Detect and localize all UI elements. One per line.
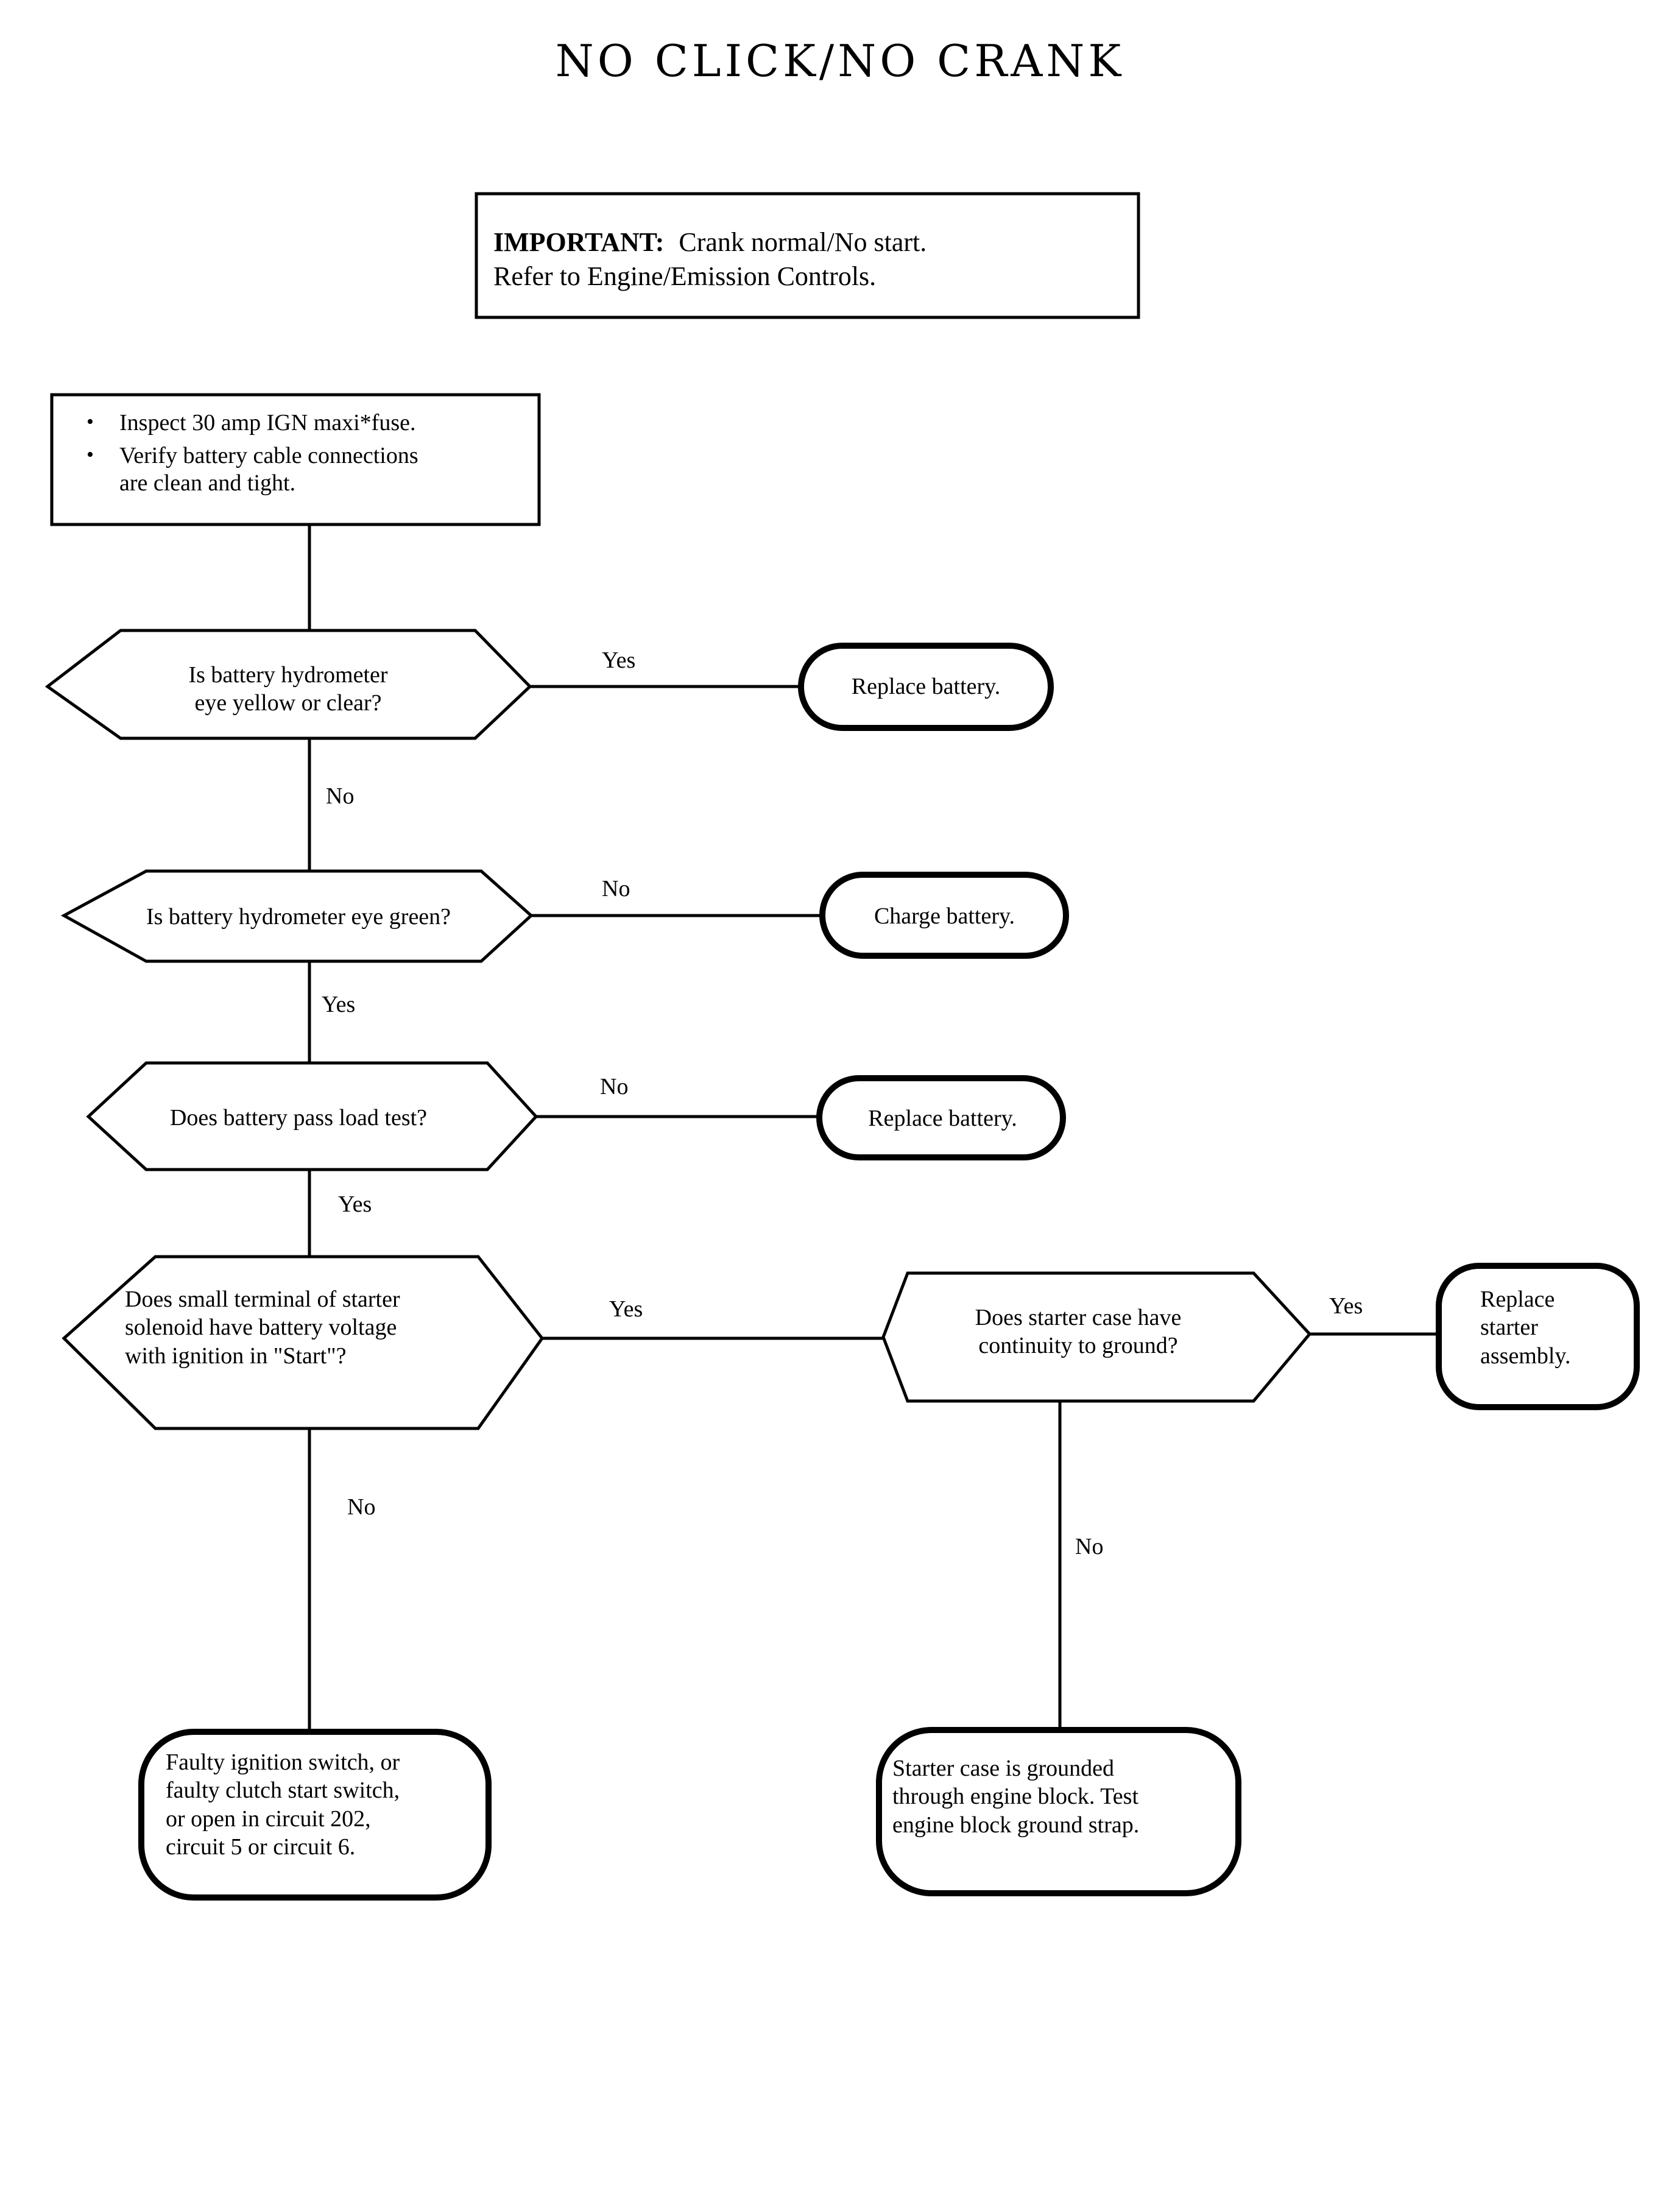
bullet-icon: • [86, 443, 94, 466]
node-q3-hexagon [86, 1061, 538, 1171]
node-q5-hexagon [881, 1271, 1312, 1403]
edge-label-q4-no: No [347, 1494, 376, 1520]
node-a3-label[interactable]: Replace battery. [868, 1106, 1017, 1131]
node-a2-label[interactable]: Charge battery. [874, 903, 1015, 929]
node-a4-stadium [138, 1729, 492, 1901]
checklist-text: • Inspect 30 amp IGN maxi*fuse. • Verify… [61, 409, 524, 503]
node-q1-hexagon [44, 629, 532, 740]
node-q3-label[interactable]: Does battery pass load test? [169, 1105, 428, 1131]
checklist-item-label: Verify battery cable connections are cle… [119, 442, 418, 496]
page-title: NO CLICK/NO CRANK [555, 35, 1125, 86]
checklist-item-label: Inspect 30 amp IGN maxi*fuse. [119, 410, 416, 436]
checklist-box [50, 393, 541, 526]
node-a1-label[interactable]: Replace battery. [851, 674, 1001, 699]
edge-label-q4-yes: Yes [609, 1296, 643, 1322]
important-note-text: IMPORTANT: Crank normal/No start. Refer t… [493, 225, 1115, 294]
edge-label-q5-no: No [1075, 1534, 1104, 1559]
edge-label-q1-no: No [326, 783, 355, 809]
edge-label-q3-yes: Yes [338, 1191, 372, 1217]
edge-label-q2-no: No [602, 876, 630, 902]
node-a5-stadium [1436, 1263, 1640, 1410]
node-a3-stadium [816, 1075, 1066, 1160]
node-a2-stadium [819, 872, 1069, 959]
node-q5-label[interactable]: Does starter case have continuity to gro… [975, 1305, 1182, 1359]
list-item: • Inspect 30 amp IGN maxi*fuse. [61, 409, 524, 437]
important-note-box [475, 192, 1140, 319]
node-q1-label[interactable]: Is battery hydrometer eye yellow or clea… [188, 662, 388, 716]
edge-label-q5-yes: Yes [1329, 1293, 1363, 1319]
important-label: IMPORTANT: [493, 227, 665, 257]
node-a1-stadium [798, 643, 1054, 731]
edge-label-q3-no: No [600, 1074, 629, 1100]
list-item: • Verify battery cable connections are c… [61, 442, 524, 498]
node-a6-label[interactable]: Starter case is grounded through engine … [892, 1756, 1140, 1838]
node-a4-label[interactable]: Faulty ignition switch, or faulty clutch… [166, 1749, 400, 1860]
edge-label-q1-yes: Yes [602, 648, 636, 673]
bullet-icon: • [86, 411, 94, 433]
important-line-1: Crank normal/No start. [679, 227, 927, 257]
node-q2-label[interactable]: Is battery hydrometer eye green? [146, 904, 451, 930]
node-q2-hexagon [60, 869, 534, 963]
important-line-2: Refer to Engine/Emission Controls. [493, 261, 877, 292]
node-a6-stadium [876, 1727, 1241, 1896]
node-a5-label[interactable]: Replace starter assembly. [1480, 1287, 1571, 1369]
node-q4-hexagon [62, 1255, 545, 1430]
edge-label-q2-yes: Yes [322, 992, 356, 1017]
node-q4-label[interactable]: Does small terminal of starter solenoid … [125, 1287, 400, 1369]
